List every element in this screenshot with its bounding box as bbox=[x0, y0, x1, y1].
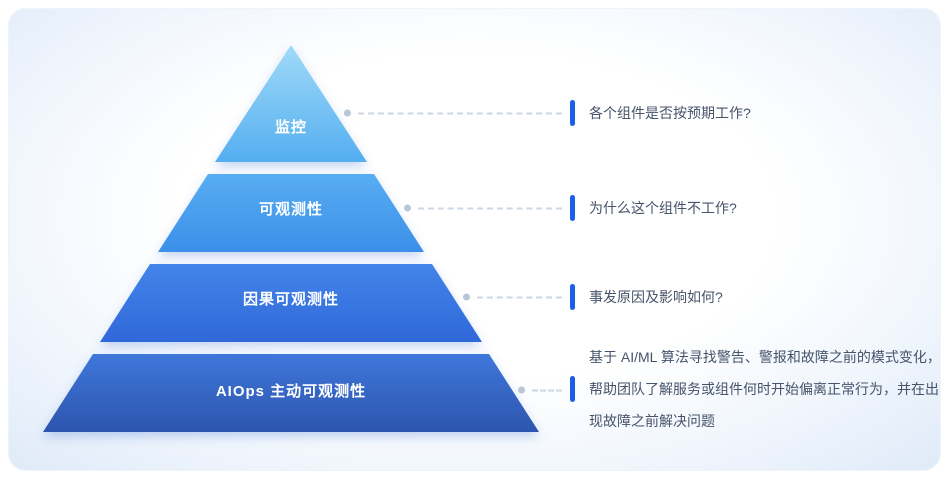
pyramid-level-4-label: AIOps 主动可观测性 bbox=[216, 382, 366, 400]
annotation-text: 各个组件是否按预期工作? bbox=[589, 105, 751, 121]
connector-line bbox=[477, 296, 562, 298]
annotation-3: 事发原因及影响如何? bbox=[570, 284, 723, 310]
connector-4 bbox=[518, 386, 562, 394]
pyramid-level-1-shape bbox=[215, 45, 367, 162]
pyramid-level-monitoring: 监控 bbox=[215, 45, 367, 162]
connector-dot bbox=[463, 293, 470, 301]
annotation-2: 为什么这个组件不工作? bbox=[570, 195, 737, 221]
annotation-text: 基于 AI/ML 算法寻找警告、警报和故障之前的模式变化，帮助团队了解服务或组件… bbox=[589, 349, 941, 429]
connector-2 bbox=[404, 204, 562, 212]
annotation-4: 基于 AI/ML 算法寻找警告、警报和故障之前的模式变化，帮助团队了解服务或组件… bbox=[570, 341, 941, 437]
connector-1 bbox=[344, 109, 562, 117]
annotation-text: 为什么这个组件不工作? bbox=[589, 200, 737, 216]
accent-bar bbox=[570, 284, 575, 310]
pyramid-level-2-shape bbox=[158, 174, 424, 252]
connector-dot bbox=[344, 109, 351, 117]
connector-line bbox=[418, 207, 562, 209]
pyramid-level-aiops: AIOps 主动可观测性 bbox=[43, 354, 539, 432]
connector-3 bbox=[463, 293, 562, 301]
connector-dot bbox=[404, 204, 411, 212]
connector-line bbox=[358, 112, 562, 114]
pyramid-level-2-label: 可观测性 bbox=[259, 200, 323, 218]
accent-bar bbox=[570, 376, 575, 402]
accent-bar bbox=[570, 195, 575, 221]
pyramid-level-4-shape bbox=[43, 354, 539, 432]
annotation-text: 事发原因及影响如何? bbox=[589, 289, 723, 305]
connector-dot bbox=[518, 386, 525, 394]
pyramid-level-3-label: 因果可观测性 bbox=[243, 290, 339, 308]
pyramid-level-1-label: 监控 bbox=[275, 118, 307, 136]
pyramid-level-observability: 可观测性 bbox=[158, 174, 424, 252]
annotation-1: 各个组件是否按预期工作? bbox=[570, 100, 751, 126]
pyramid-level-causal-observability: 因果可观测性 bbox=[100, 264, 482, 342]
accent-bar bbox=[570, 100, 575, 126]
pyramid-level-3-shape bbox=[100, 264, 482, 342]
connector-line bbox=[532, 389, 562, 391]
